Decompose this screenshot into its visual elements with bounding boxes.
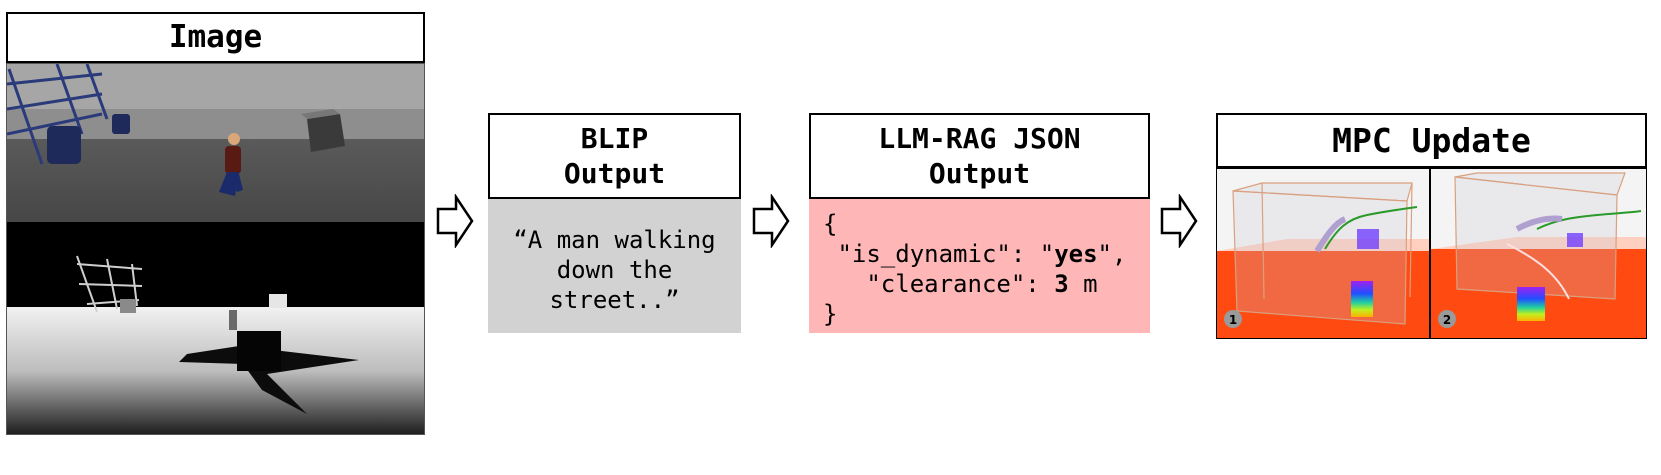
json-line-clearance: "clearance": 3 m	[823, 269, 1150, 299]
mpc-view-2: 2	[1431, 169, 1646, 338]
json-unit-clearance: m	[1068, 270, 1098, 298]
flow-arrow-2	[752, 194, 790, 248]
json-title-line2: Output	[928, 157, 1031, 190]
json-value-is-dynamic: yes	[1054, 240, 1098, 268]
json-value-clearance: 3	[1054, 270, 1069, 298]
blip-title: BLIP Output	[488, 113, 741, 199]
mpc-visualization: 1 2	[1216, 168, 1647, 339]
image-panel	[6, 63, 425, 435]
image-panel-title: Image	[6, 12, 425, 63]
blip-caption-line3: street..”	[549, 286, 680, 314]
blip-caption-box: “A man walking down the street..”	[488, 199, 741, 333]
json-title-line1: LLM-RAG JSON	[878, 122, 1081, 155]
scene-images	[7, 64, 424, 434]
json-title: LLM-RAG JSON Output	[809, 113, 1150, 199]
flow-arrow-3	[1160, 194, 1198, 248]
shelf-rack	[7, 64, 109, 165]
json-close-brace: }	[823, 300, 838, 328]
json-output-box: { "is_dynamic": "yes", "clearance": 3 m}	[809, 199, 1150, 333]
blip-caption-line2: down the	[556, 256, 673, 284]
depth-view	[7, 222, 424, 434]
mpc-view-1-badge: 1	[1229, 313, 1237, 327]
blip-title-line2: Output	[563, 157, 666, 190]
bounding-box-2	[1454, 172, 1626, 300]
walking-person	[219, 133, 243, 196]
json-line-is-dynamic: "is_dynamic": "yes",	[823, 239, 1150, 269]
rgb-camera-view	[7, 64, 424, 234]
json-key-clearance: "clearance":	[823, 270, 1055, 298]
crate	[301, 109, 345, 152]
flow-arrow-1	[436, 194, 474, 248]
mpc-view-2-badge: 2	[1443, 313, 1451, 327]
blip-caption-line1: “A man walking	[513, 226, 716, 254]
mpc-view-1: 1	[1217, 169, 1429, 338]
json-key-is-dynamic-end: ",	[1097, 240, 1127, 268]
mpc-views: 1 2	[1217, 169, 1646, 338]
bounding-box-1	[1232, 182, 1413, 325]
json-key-is-dynamic: "is_dynamic": "	[823, 240, 1055, 268]
json-open-brace: {	[823, 210, 838, 238]
mpc-title: MPC Update	[1216, 113, 1647, 168]
blip-title-line1: BLIP	[580, 122, 649, 155]
